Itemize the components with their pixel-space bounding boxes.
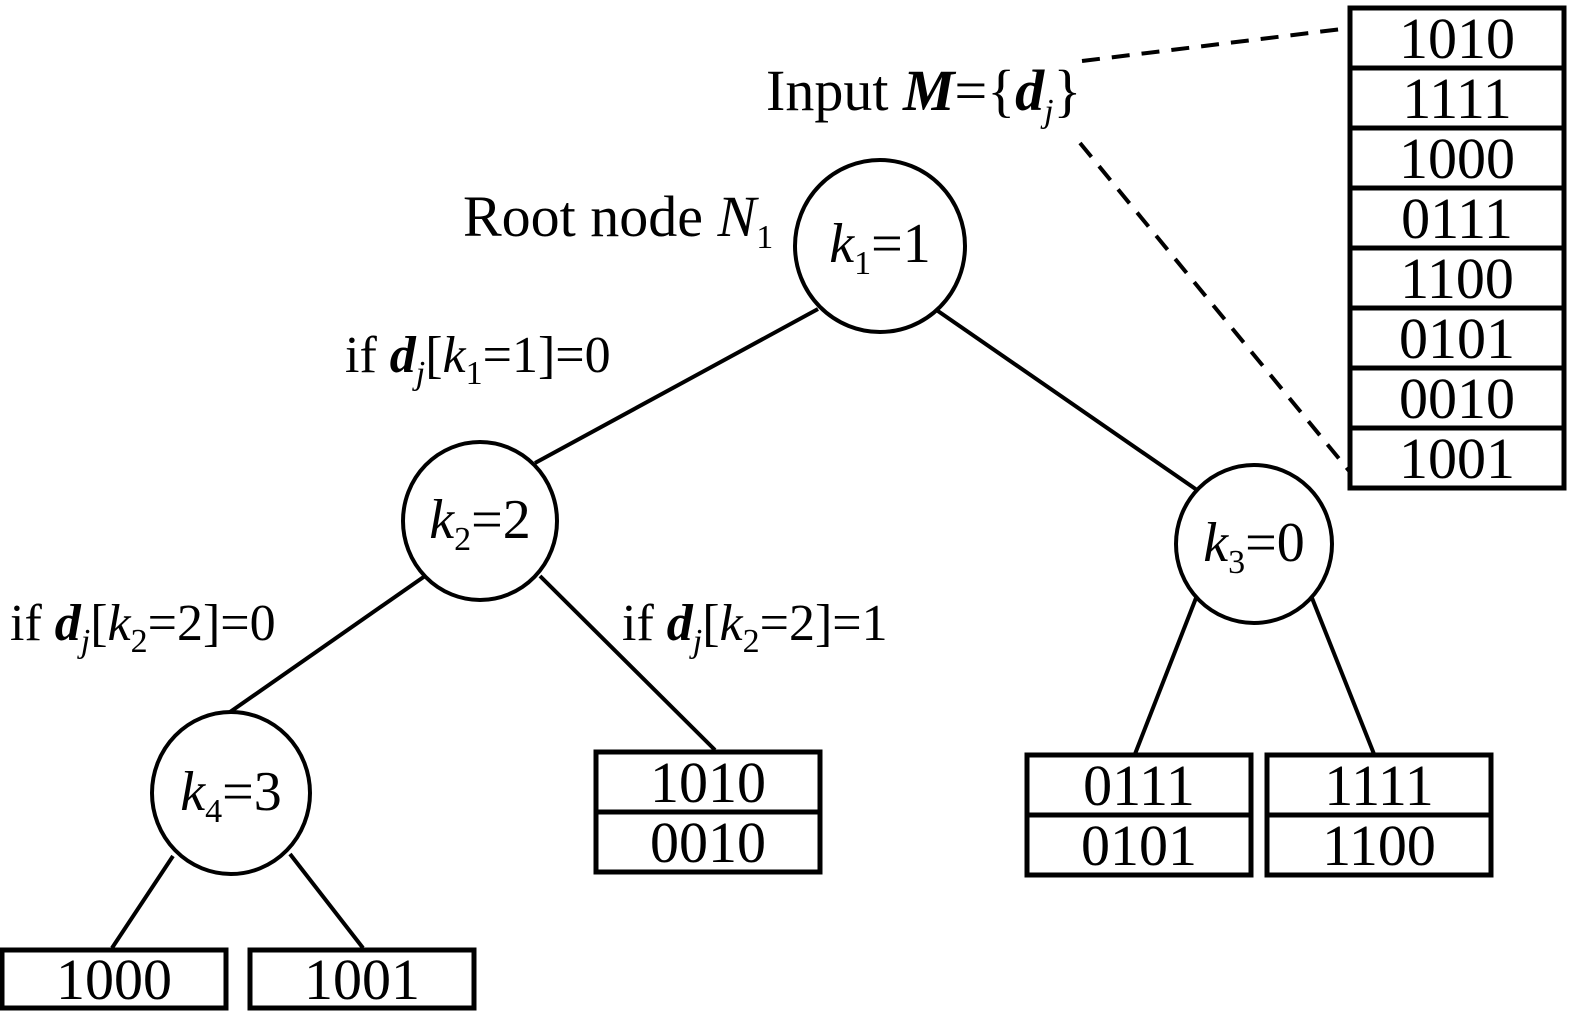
input-set-symbol: M: [902, 58, 957, 123]
cond-rest: =2]=0: [148, 595, 276, 652]
cond-dsub: j: [689, 623, 702, 660]
edge-n3-leaf-right: [1310, 597, 1376, 755]
input-element-sub: j: [1040, 93, 1053, 130]
node-var: k: [829, 213, 855, 275]
node-n3: k3=0: [1174, 463, 1334, 625]
node-value: =1: [871, 213, 931, 275]
node-var: k: [180, 761, 206, 823]
cond-rest: =2]=1: [760, 595, 888, 652]
cell-box: [1347, 125, 1567, 191]
condition-label-k2-one: if dj[k2=2]=1: [622, 595, 888, 660]
cell-value: 1000: [1399, 126, 1515, 191]
node-sub: 4: [205, 793, 222, 830]
svg-text:k2=2: k2=2: [429, 489, 530, 558]
cell-box: [247, 947, 477, 1011]
svg-text:k1=1: k1=1: [829, 213, 930, 282]
cond-prefix: if: [345, 327, 390, 384]
node-sub: 3: [1228, 544, 1245, 581]
cond-open: [: [702, 595, 719, 652]
cell-value: 1111: [1402, 66, 1512, 131]
edge-n3-leaf-left: [1133, 597, 1198, 755]
node-value: =2: [471, 489, 531, 551]
node-n4: k4=3: [150, 710, 312, 876]
root-label-text: Root node: [463, 184, 718, 249]
cell-value: 1010: [1399, 6, 1515, 71]
cell-box: [593, 809, 823, 875]
cond-k: k: [108, 595, 132, 652]
edge-n2-leaf: [538, 574, 717, 752]
cond-open: [: [425, 327, 442, 384]
root-label-symbol: N: [717, 184, 760, 249]
cond-open: [: [90, 595, 107, 652]
cell-box: [1024, 752, 1254, 818]
root-node-label: Root node N1: [463, 184, 773, 256]
node-n2: k2=2: [401, 440, 559, 602]
dashed-connector-top: [1081, 26, 1351, 63]
input-prefix: Input: [766, 58, 903, 123]
cond-ksub: 2: [743, 623, 760, 660]
input-close-brace: }: [1054, 58, 1082, 123]
input-label: Input M={dj}: [766, 58, 1081, 130]
cell-value: 1000: [56, 947, 172, 1012]
cell-value: 0111: [1401, 186, 1513, 251]
leaf-box-n4-right: 1001: [247, 947, 477, 1012]
cell-value: 0010: [650, 810, 766, 875]
cell-value: 0101: [1399, 306, 1515, 371]
input-element: d: [1015, 58, 1045, 123]
input-open-brace: {: [987, 58, 1015, 123]
cell-value: 0101: [1081, 813, 1197, 878]
cell-value: 1111: [1324, 753, 1434, 818]
svg-text:k4=3: k4=3: [180, 761, 281, 830]
cell-value: 1001: [1399, 426, 1515, 491]
cond-ksub: 1: [466, 355, 483, 392]
cell-box: [1347, 5, 1567, 71]
svg-text:k3=0: k3=0: [1203, 512, 1304, 581]
edge-n2-n4: [228, 574, 427, 714]
cond-k: k: [720, 595, 744, 652]
node-n1: k1=1: [793, 158, 967, 334]
cond-prefix: if: [10, 595, 55, 652]
cell-box: [1347, 425, 1567, 491]
cond-k: k: [443, 327, 467, 384]
cond-d: d: [55, 595, 82, 652]
cond-d: d: [390, 327, 417, 384]
node-sub: 1: [854, 245, 871, 282]
edge-n1-n2: [534, 307, 819, 465]
node-sub: 2: [454, 521, 471, 558]
cell-value: 1010: [650, 750, 766, 815]
cond-prefix: if: [622, 595, 667, 652]
node-var: k: [429, 489, 455, 551]
node-value: =3: [222, 761, 282, 823]
condition-label-k1: if dj[k1=1]=0: [345, 327, 611, 392]
cell-value: 0010: [1399, 366, 1515, 431]
cell-value: 0111: [1083, 753, 1195, 818]
node-var: k: [1203, 512, 1229, 574]
cond-dsub: j: [412, 355, 425, 392]
cell-value: 1001: [304, 947, 420, 1012]
edge-n1-n3: [933, 307, 1199, 492]
cell-box: [1024, 812, 1254, 878]
input-equals: =: [955, 58, 988, 123]
leaf-box-n4-left: 1000: [0, 947, 229, 1012]
cond-rest: =1]=0: [483, 327, 611, 384]
cell-box: [0, 947, 229, 1011]
root-label-sub: 1: [756, 219, 773, 256]
cell-box: [1347, 245, 1567, 311]
cell-value: 1100: [1322, 813, 1436, 878]
node-value: =0: [1245, 512, 1305, 574]
cond-d: d: [667, 595, 694, 652]
edge-n4-leaf-right: [288, 852, 365, 950]
cond-dsub: j: [77, 623, 90, 660]
dashed-connector-bottom: [1078, 141, 1352, 474]
condition-label-k2-zero: if dj[k2=2]=0: [10, 595, 276, 660]
cond-ksub: 2: [131, 623, 148, 660]
cell-box: [1264, 812, 1494, 878]
cell-value: 1100: [1400, 246, 1514, 311]
edge-n4-leaf-left: [110, 854, 175, 950]
